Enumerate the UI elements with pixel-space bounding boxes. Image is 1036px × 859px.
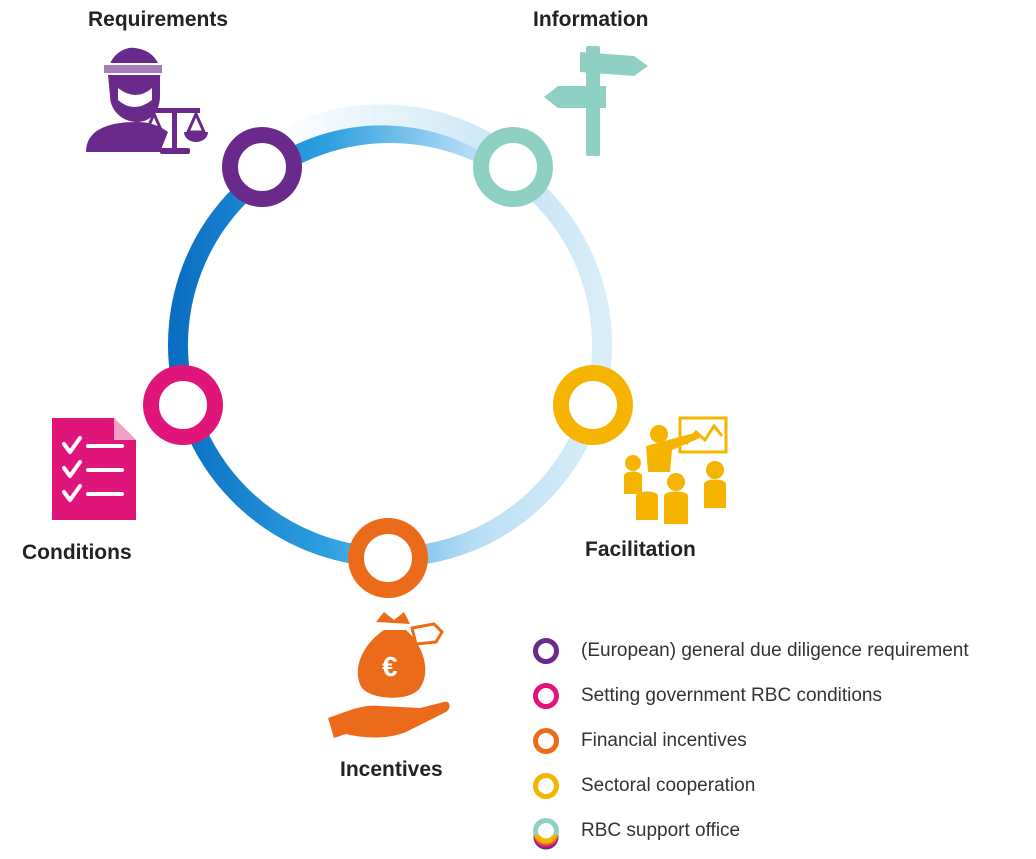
- legend-label: RBC support office: [581, 819, 741, 841]
- legend-label: (European) general due diligence require…: [581, 639, 969, 661]
- legend-item-support-office: RBC support office: [533, 808, 1033, 853]
- legend-ring-icon: [533, 727, 559, 754]
- signpost-icon: [544, 46, 648, 156]
- stacked-rings-decoration: [533, 835, 559, 850]
- legend-item-conditions: Setting government RBC conditions: [533, 673, 1033, 718]
- node-facilitation: [553, 365, 633, 445]
- legend-item-cooperation: Sectoral cooperation: [533, 763, 1033, 808]
- legend-item-requirement: (European) general due diligence require…: [533, 628, 1033, 673]
- svg-text:€: €: [382, 651, 398, 682]
- checklist-document-icon: [52, 418, 136, 520]
- legend-label: Setting government RBC conditions: [581, 684, 882, 706]
- legend-ring-icon: [533, 772, 559, 799]
- legend: (European) general due diligence require…: [533, 628, 1033, 853]
- legend-label: Sectoral cooperation: [581, 774, 756, 796]
- legend-item-incentives: Financial incentives: [533, 718, 1033, 763]
- label-conditions: Conditions: [22, 541, 132, 564]
- label-facilitation: Facilitation: [585, 538, 696, 561]
- label-requirements: Requirements: [88, 8, 229, 31]
- node-conditions: [143, 365, 223, 445]
- node-requirements: [222, 127, 302, 207]
- group-presentation-icon: [624, 416, 728, 524]
- node-incentives: [348, 518, 428, 598]
- money-bag-euro-hand-icon: €: [328, 612, 450, 738]
- label-information: Information: [533, 8, 649, 31]
- legend-ring-icon: [533, 682, 559, 709]
- blindfolded-justice-with-scales-icon: [86, 47, 208, 154]
- legend-label: Financial incentives: [581, 729, 747, 751]
- node-information: [473, 127, 553, 207]
- legend-ring-icon: [533, 637, 559, 664]
- label-incentives: Incentives: [340, 758, 443, 781]
